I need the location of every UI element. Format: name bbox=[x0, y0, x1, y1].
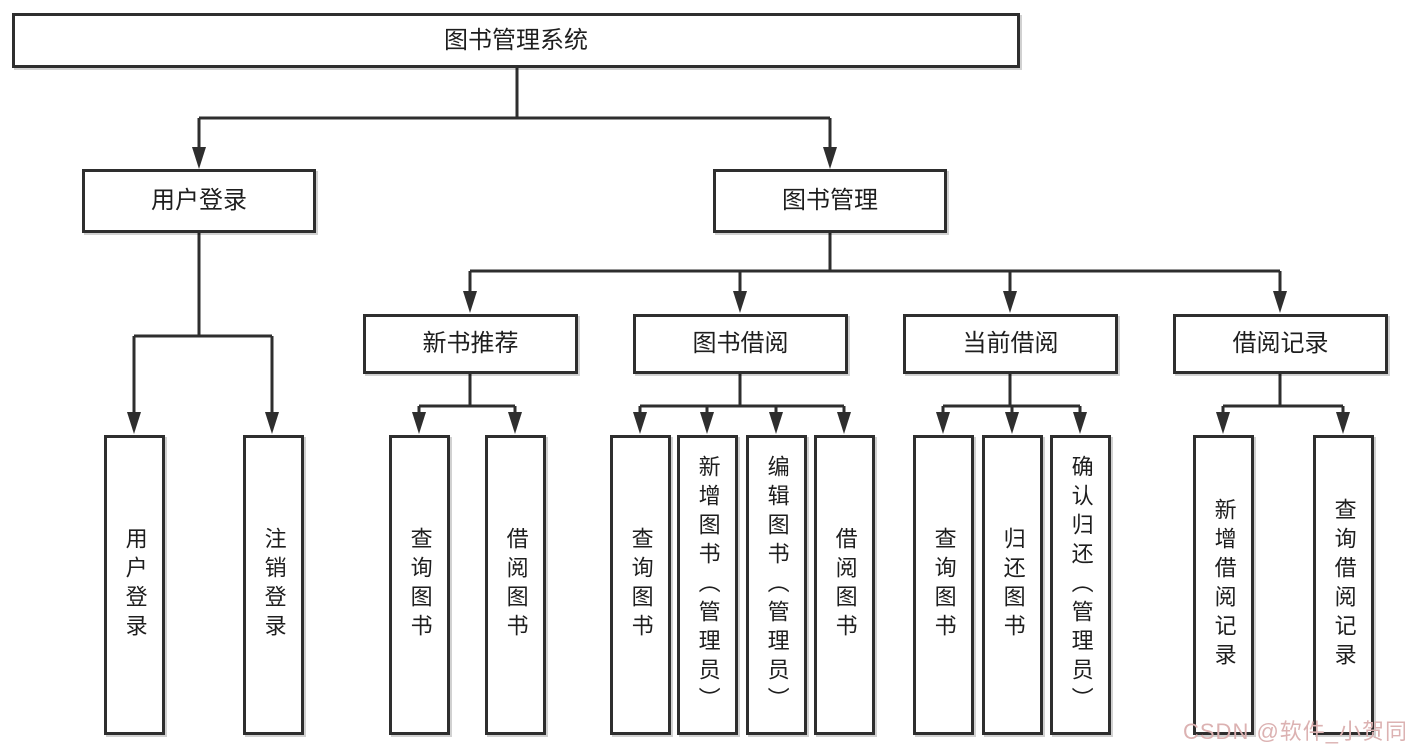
node-label: 用户登录 bbox=[122, 527, 148, 643]
node-label: 图书管理 bbox=[782, 187, 878, 214]
node-label: 查询借阅记录 bbox=[1331, 498, 1357, 672]
leaf-newbook-query-books: 查询图书 bbox=[389, 435, 450, 735]
node-label: 借阅图书 bbox=[832, 527, 858, 643]
connector-bookborrow-to-leaves bbox=[638, 374, 846, 417]
node-label: 归还图书 bbox=[1000, 527, 1026, 643]
leaf-borrow-query-books: 查询图书 bbox=[610, 435, 671, 735]
leaf-borrow-add-books-admin: 新增图书（管理员） bbox=[677, 435, 738, 735]
node-current-borrowing: 当前借阅 bbox=[903, 314, 1118, 374]
leaf-borrow-edit-books-admin: 编辑图书（管理员） bbox=[746, 435, 807, 735]
node-label: 确认归还（管理员） bbox=[1068, 454, 1094, 716]
connector-root-to-level2 bbox=[197, 68, 832, 152]
leaf-current-query-books: 查询图书 bbox=[913, 435, 974, 735]
node-user-login: 用户登录 bbox=[82, 169, 316, 233]
node-label: 图书管理系统 bbox=[444, 26, 588, 54]
node-label: 借阅记录 bbox=[1232, 330, 1329, 357]
node-label: 新增图书（管理员） bbox=[695, 454, 721, 716]
node-label: 查询图书 bbox=[931, 527, 957, 643]
node-borrowing-records: 借阅记录 bbox=[1173, 314, 1388, 374]
node-label: 当前借阅 bbox=[962, 330, 1059, 357]
node-root-library-system: 图书管理系统 bbox=[12, 13, 1020, 68]
connector-newbook-to-leaves bbox=[417, 374, 517, 417]
node-book-management: 图书管理 bbox=[713, 169, 947, 233]
connector-currentborrow-to-leaves bbox=[941, 374, 1082, 417]
leaf-logout: 注销登录 bbox=[243, 435, 304, 735]
connector-userlogin-to-leaves bbox=[132, 233, 274, 416]
csdn-watermark: CSDN @软件_小贺同学 bbox=[1183, 719, 1405, 744]
connector-records-to-leaves bbox=[1221, 374, 1345, 417]
node-label: 图书借阅 bbox=[692, 330, 789, 357]
node-book-borrowing: 图书借阅 bbox=[633, 314, 848, 374]
leaf-user-login: 用户登录 bbox=[104, 435, 165, 735]
leaf-borrow-borrow-books: 借阅图书 bbox=[814, 435, 875, 735]
leaf-current-return-books: 归还图书 bbox=[982, 435, 1043, 735]
node-new-book-recommend: 新书推荐 bbox=[363, 314, 578, 374]
node-label: 新书推荐 bbox=[422, 330, 519, 357]
node-label: 借阅图书 bbox=[503, 527, 529, 643]
connector-bookmgmt-to-level3 bbox=[468, 233, 1282, 296]
node-label: 编辑图书（管理员） bbox=[764, 454, 790, 716]
arrowheads bbox=[127, 147, 1350, 434]
node-label: 新增借阅记录 bbox=[1211, 498, 1237, 672]
node-label: 查询图书 bbox=[628, 527, 654, 643]
leaf-records-add-record: 新增借阅记录 bbox=[1193, 435, 1254, 735]
node-label: 用户登录 bbox=[151, 187, 247, 214]
node-label: 查询图书 bbox=[407, 527, 433, 643]
leaf-current-confirm-return-admin: 确认归还（管理员） bbox=[1050, 435, 1111, 735]
leaf-records-query-record: 查询借阅记录 bbox=[1313, 435, 1374, 735]
node-label: 注销登录 bbox=[261, 527, 287, 643]
leaf-newbook-borrow-books: 借阅图书 bbox=[485, 435, 546, 735]
